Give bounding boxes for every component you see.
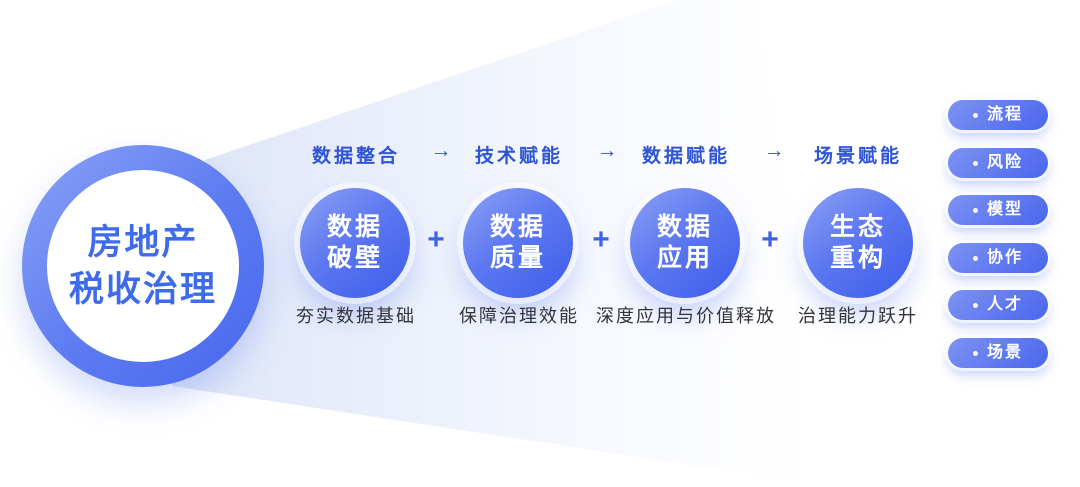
stage-caption-2: 保障治理效能 bbox=[459, 306, 579, 326]
tag-pill-moxing: 模型 bbox=[948, 195, 1048, 225]
stage-circle-3: 数据 应用 bbox=[630, 188, 740, 298]
stage-circle-4: 生态 重构 bbox=[803, 188, 913, 298]
stage-header-3: 数据赋能 bbox=[641, 146, 730, 167]
stage-header-1: 数据整合 bbox=[311, 146, 400, 167]
bullet-dot-icon bbox=[972, 255, 978, 261]
bullet-dot-icon bbox=[972, 302, 978, 308]
stage-circle-4-line2: 重构 bbox=[829, 244, 886, 272]
tag-pill-label: 场景 bbox=[986, 344, 1023, 361]
stage-circle-1-line2: 破壁 bbox=[326, 244, 383, 272]
stage-circle-2-line1: 数据 bbox=[489, 213, 546, 241]
plus-icon: + bbox=[761, 223, 779, 256]
hub-title: 房地产 税收治理 bbox=[69, 219, 217, 313]
stage-circle-2: 数据 质量 bbox=[463, 188, 573, 298]
bullet-dot-icon bbox=[972, 350, 978, 356]
stage-header-2: 技术赋能 bbox=[474, 146, 563, 167]
hub-title-line2: 税收治理 bbox=[68, 270, 217, 309]
flow-arrow-icon: → bbox=[430, 139, 452, 162]
stage-caption-1: 夯实数据基础 bbox=[296, 306, 416, 326]
stage-circle-2-line2: 质量 bbox=[489, 244, 546, 272]
tag-pill-liucheng: 流程 bbox=[948, 100, 1048, 130]
stage-header-4: 场景赋能 bbox=[813, 146, 902, 167]
tag-pill-xiezuo: 协作 bbox=[948, 243, 1048, 273]
tag-pill-rencai: 人才 bbox=[948, 290, 1048, 320]
bullet-dot-icon bbox=[972, 160, 978, 166]
stage-caption-3: 深度应用与价值释放 bbox=[596, 306, 776, 326]
stage-circle-3-line2: 应用 bbox=[656, 244, 713, 272]
tag-pill-label: 协作 bbox=[986, 249, 1023, 266]
tag-pill-label: 风险 bbox=[986, 154, 1023, 171]
stage-circle-1-line1: 数据 bbox=[326, 213, 383, 241]
tag-pill-label: 模型 bbox=[986, 201, 1023, 218]
tag-pill-fengxian: 风险 bbox=[948, 148, 1048, 178]
stage-circle-4-line1: 生态 bbox=[829, 213, 886, 241]
bullet-dot-icon bbox=[972, 207, 978, 213]
stage-caption-4: 治理能力跃升 bbox=[798, 306, 918, 326]
flow-arrow-icon: → bbox=[596, 139, 618, 162]
stage-circle-3-line1: 数据 bbox=[656, 213, 713, 241]
hub-inner-circle: 房地产 税收治理 bbox=[47, 170, 239, 362]
tag-pill-label: 人才 bbox=[986, 296, 1023, 313]
flow-arrow-icon: → bbox=[763, 139, 785, 162]
bullet-dot-icon bbox=[972, 112, 978, 118]
hub-circle: 房地产 税收治理 bbox=[22, 145, 264, 387]
plus-icon: + bbox=[427, 223, 445, 256]
hub-title-line1: 房地产 bbox=[87, 223, 199, 262]
plus-icon: + bbox=[592, 223, 610, 256]
tag-pill-changjing: 场景 bbox=[948, 338, 1048, 368]
stage-circle-1: 数据 破壁 bbox=[300, 188, 410, 298]
tag-pill-label: 流程 bbox=[986, 106, 1023, 123]
